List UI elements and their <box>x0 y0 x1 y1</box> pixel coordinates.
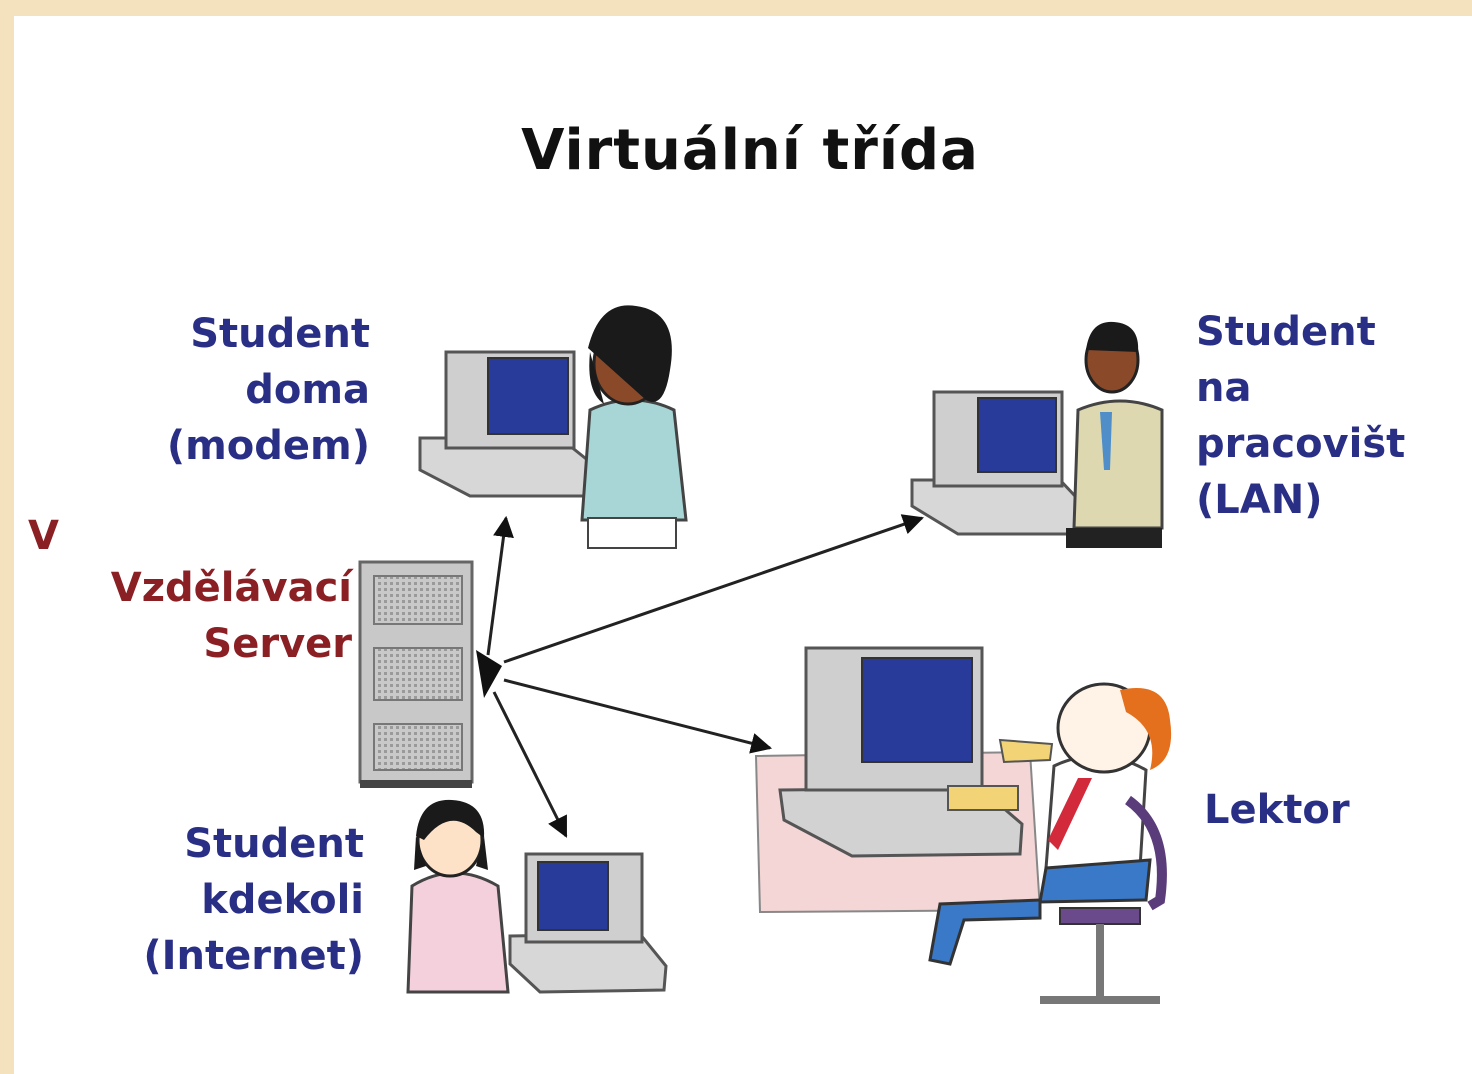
label-server: Vzdělávací Server <box>110 565 352 667</box>
student-anywhere-illustration <box>406 799 668 994</box>
lecturer-illustration <box>754 646 1172 1004</box>
link-to-student-home <box>486 515 514 656</box>
server-marker: V <box>28 513 59 559</box>
diagram-canvas <box>14 16 1472 1074</box>
label-student-home: Student doma (modem) <box>166 311 370 469</box>
student-work-illustration <box>910 321 1164 548</box>
student-home-illustration <box>418 305 688 549</box>
link-to-student-anywhere <box>492 691 568 838</box>
link-to-lecturer <box>503 678 773 754</box>
connection-lines <box>486 514 924 838</box>
label-lecturer: Lektor <box>1204 787 1350 833</box>
link-to-student-work <box>503 514 924 664</box>
label-student-anywhere: Student kdekoli (Internet) <box>143 821 364 979</box>
label-student-work: Student na pracovišt (LAN) <box>1196 309 1406 523</box>
diagram-title: Virtuální třída <box>521 118 979 183</box>
server-tower <box>358 560 502 788</box>
